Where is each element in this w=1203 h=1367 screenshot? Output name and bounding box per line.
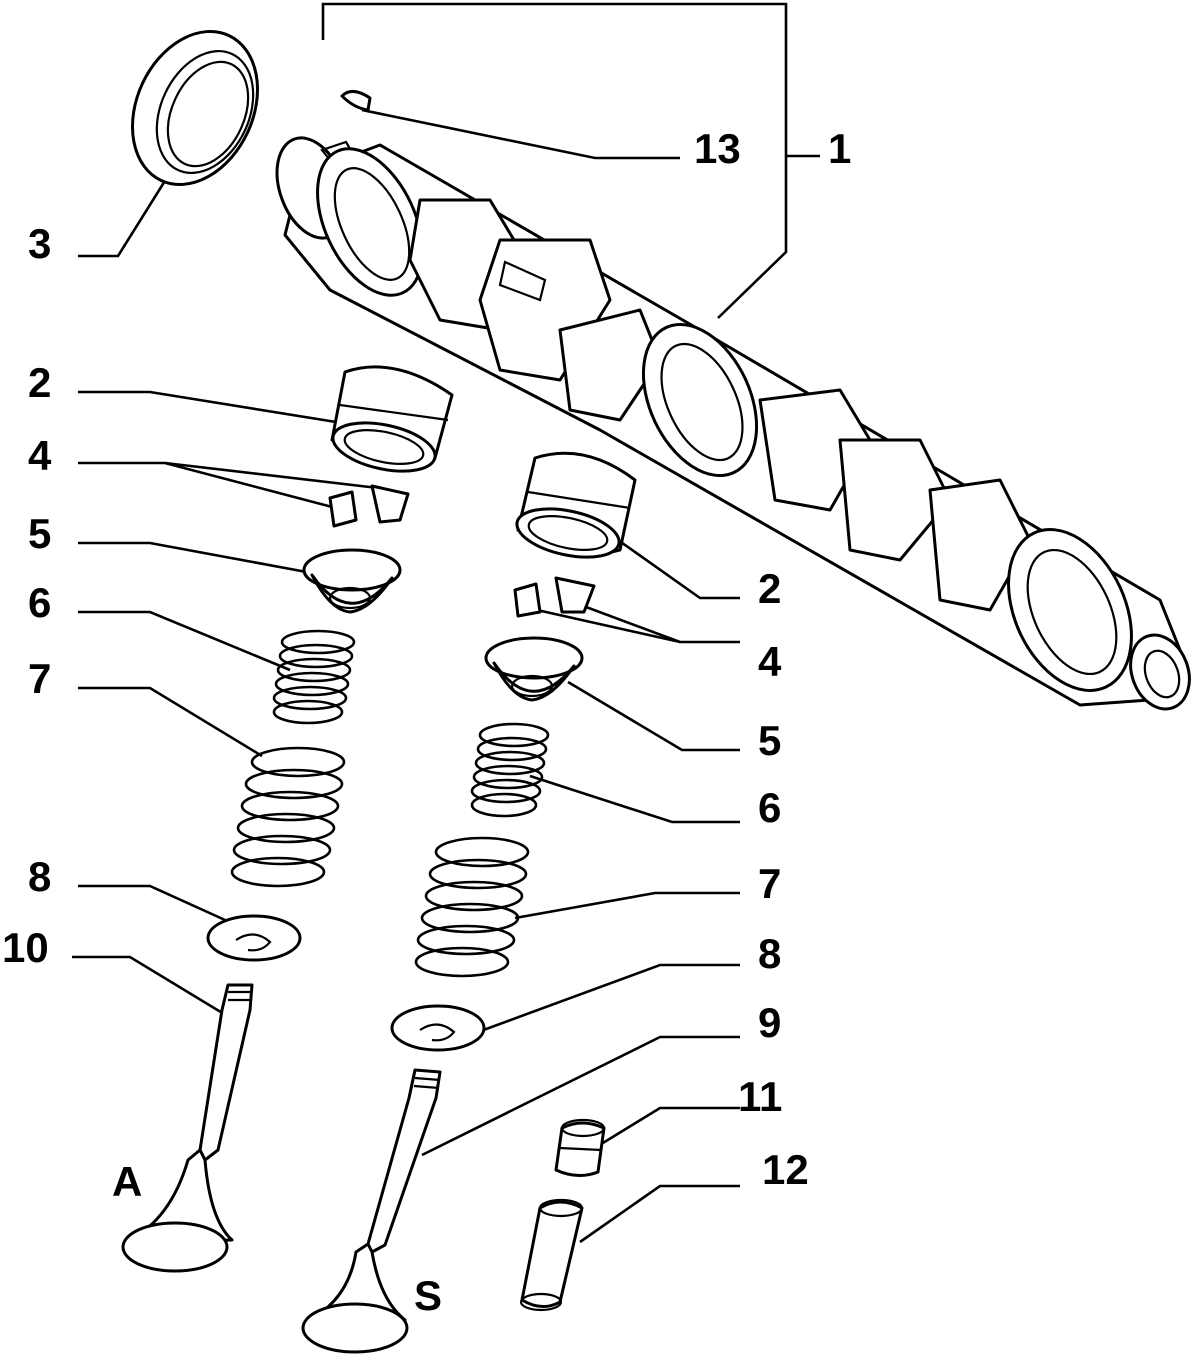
leader-4-left-b — [164, 461, 379, 490]
inner-spring-left — [272, 629, 356, 725]
callout-5-right: 5 — [758, 717, 781, 764]
callout-4-right: 4 — [758, 638, 782, 685]
cam-lobe-5 — [838, 438, 952, 562]
callout-6-right: 6 — [758, 784, 781, 831]
tappet-right — [515, 451, 637, 559]
callout-labels: 1 13 3 2 4 5 6 7 8 10 2 4 5 6 7 8 9 11 1… — [2, 125, 851, 1319]
valve-label-A: A — [112, 1158, 142, 1205]
valve-stem-seal — [554, 1118, 606, 1177]
callout-13: 13 — [694, 125, 741, 172]
leader-7-left — [78, 686, 263, 758]
leader-8-left — [78, 884, 226, 922]
leader-2-left — [78, 390, 337, 424]
camshaft-bearing-3-inner — [1026, 548, 1118, 676]
leader-4-left-a — [78, 461, 337, 510]
valve-cotters-right — [513, 576, 596, 618]
spring-retainer-right — [484, 636, 584, 702]
leader-13 — [361, 108, 680, 160]
exhaust-valve-A — [121, 983, 254, 1273]
intake-valve-S — [301, 1068, 442, 1354]
leader-6-right — [529, 774, 740, 824]
callout-7-left: 7 — [28, 655, 51, 702]
leader-2-right — [617, 538, 740, 600]
tappet-left — [330, 365, 454, 473]
camshaft-bearing-2 — [641, 322, 759, 478]
camshaft-bearing-2-inner — [660, 342, 744, 462]
leader-6-left — [78, 610, 291, 672]
callout-7-right: 7 — [758, 860, 781, 907]
leader-9 — [421, 1035, 740, 1157]
camshaft-tail-bore — [1143, 649, 1181, 699]
leader-8-right — [477, 963, 740, 1034]
callout-8-left: 8 — [28, 853, 51, 900]
outer-spring-right — [414, 836, 530, 978]
callout-3: 3 — [28, 220, 51, 267]
leader-5-left — [78, 541, 313, 575]
leader-11 — [597, 1106, 740, 1148]
spring-seat-right — [390, 1004, 486, 1052]
spring-retainer-left — [302, 548, 402, 614]
outer-spring-left — [230, 746, 346, 888]
leader-lines — [72, 2, 820, 1244]
leader-7-right — [514, 891, 740, 920]
valve-guide — [519, 1198, 584, 1312]
callout-2-left: 2 — [28, 359, 51, 406]
callout-9: 9 — [758, 999, 781, 1046]
leader-5-right — [567, 680, 740, 752]
leader-1-bracket — [321, 2, 788, 319]
callout-6-left: 6 — [28, 579, 51, 626]
camshaft-collar-1 — [316, 147, 424, 297]
cam-lobe-3 — [558, 308, 662, 422]
callout-11: 11 — [738, 1073, 782, 1120]
camshaft — [275, 136, 1191, 711]
cam-lobe-drive-notch — [498, 260, 547, 302]
leader-10 — [72, 955, 225, 1016]
leader-3 — [78, 175, 170, 258]
valve-label-S: S — [414, 1272, 442, 1319]
leader-4-right-b — [577, 602, 681, 644]
leader-12 — [579, 1184, 740, 1244]
inner-spring-right — [470, 722, 550, 818]
callout-4-left: 4 — [28, 432, 52, 479]
camshaft-collar-1-inner — [333, 167, 411, 281]
spring-seat-left — [206, 914, 302, 962]
camshaft-tail — [1129, 633, 1191, 711]
callout-1: 1 — [828, 125, 851, 172]
callout-2-right: 2 — [758, 565, 781, 612]
camshaft-bearing-3 — [1007, 528, 1133, 692]
oil-seal — [131, 29, 259, 187]
callout-8-right: 8 — [758, 930, 781, 977]
valve-cotters-left — [328, 484, 410, 528]
callout-5-left: 5 — [28, 510, 51, 557]
callout-12: 12 — [762, 1146, 809, 1193]
callout-10: 10 — [2, 924, 49, 971]
woodruff-key — [340, 90, 372, 112]
